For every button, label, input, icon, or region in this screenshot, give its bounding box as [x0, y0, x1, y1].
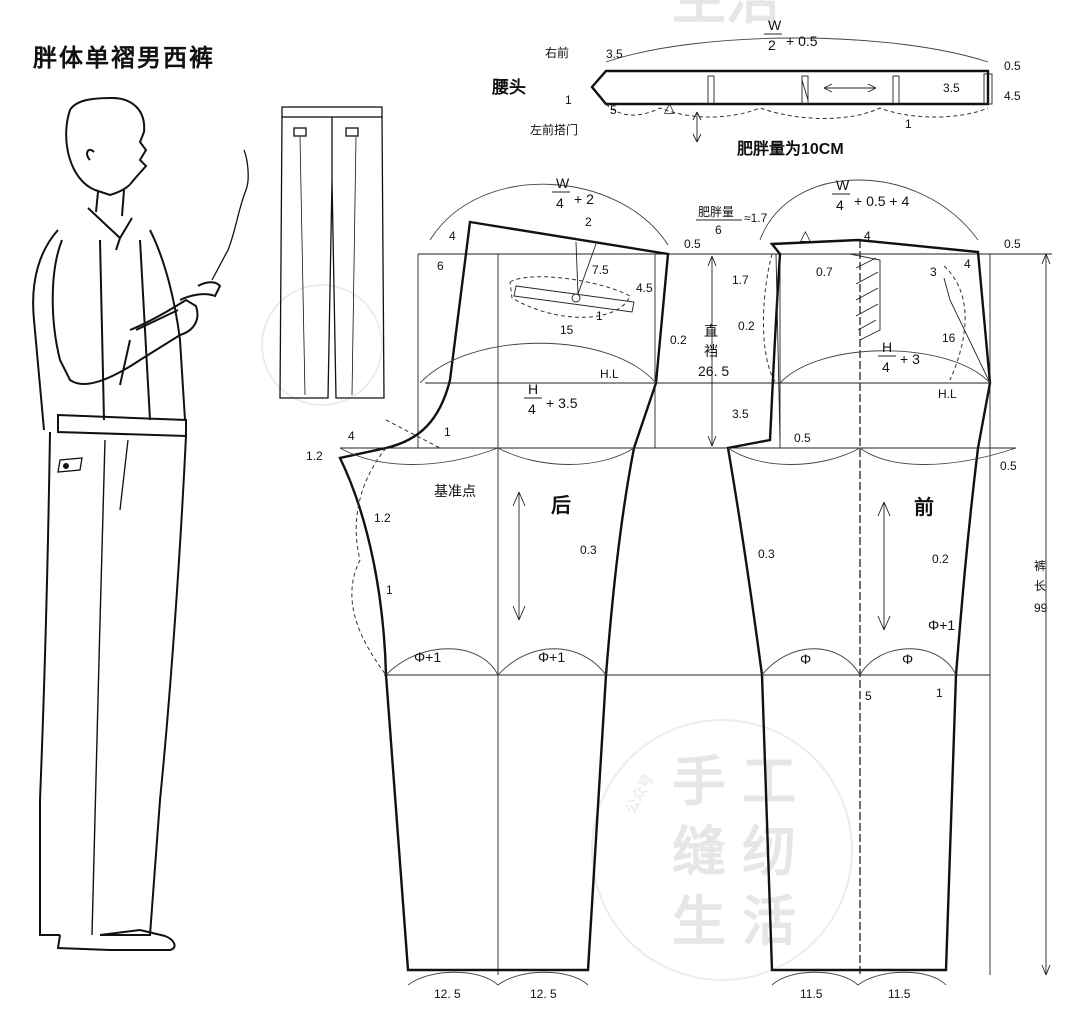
hip-line-label: H.L: [600, 367, 619, 381]
value-label: 1: [936, 686, 943, 700]
value-label: 0.5: [1004, 237, 1021, 251]
formula-numerator: H: [882, 339, 892, 355]
formula-numerator: H: [528, 381, 538, 397]
formula-denominator: 4: [556, 195, 564, 211]
formula-numerator: W: [836, 177, 850, 193]
value-label: 0.3: [580, 543, 597, 557]
value-label: 5: [610, 103, 617, 117]
waistband-piece: 腰头 右前 3.5 1 5 △ 左前搭门 W 2 + 0.5 0.5 3: [492, 17, 1021, 158]
front-piece: 前 肥胖量 6 ≈1.7 W 4 + 0.5 + 4 H 4 + 3 H.L △…: [339, 177, 1021, 1001]
watermark-char: 生: [672, 890, 726, 953]
value-label: 4: [449, 229, 456, 243]
value-label: 0.3: [758, 547, 775, 561]
formula-denominator: 2: [768, 37, 776, 53]
right-front-label: 右前: [545, 45, 569, 60]
value-label: 0.2: [932, 552, 949, 566]
value-label: 0.5: [684, 237, 701, 251]
value-label: 3.5: [606, 47, 623, 61]
base-point-label: 基准点: [434, 483, 476, 499]
value-label: 0.5: [794, 431, 811, 445]
value-label: 15: [560, 323, 574, 337]
knee-formula: Φ+1: [414, 649, 441, 665]
back-piece: 后 W 4 + 2 H 4 + 3.5 H.L 基准点 4 6 2 7.5 4.…: [306, 175, 701, 1001]
value-label: 1: [386, 583, 393, 597]
trouser-length-dimension: 裤 长 99: [1034, 559, 1048, 615]
hem-width-label: 11.5: [888, 987, 911, 1001]
trouser-flat-sketch: [279, 106, 385, 399]
formula-denominator: 4: [836, 197, 844, 213]
value-label: 4: [964, 257, 971, 271]
crotch-depth-value: 26. 5: [698, 363, 729, 379]
hem-width-label: 12. 5: [530, 987, 557, 1001]
value-label: 1.2: [306, 449, 323, 463]
formula-addend: + 0.5: [786, 33, 818, 49]
crotch-depth-label: 裆: [704, 343, 718, 359]
value-label: 0.5: [1000, 459, 1017, 473]
fat-allowance-label: 肥胖量: [698, 205, 734, 219]
value-label: 0.2: [738, 319, 755, 333]
value-label: 4: [348, 429, 355, 443]
value-label: 0.2: [670, 333, 687, 347]
formula-addend: + 3: [900, 351, 920, 367]
value-label: 6: [437, 259, 444, 273]
trouser-length-label: 裤: [1034, 559, 1046, 573]
formula-addend: + 2: [574, 191, 594, 207]
value-label: 1.7: [732, 273, 749, 287]
value-label: 0.5: [1004, 59, 1021, 73]
value-label: 0.7: [816, 265, 833, 279]
watermark-small: 公众号: [623, 772, 657, 817]
man-figure-illustration: [32, 96, 249, 951]
hip-line-label: H.L: [938, 387, 957, 401]
formula-addend: + 3.5: [546, 395, 578, 411]
value-label: 5: [865, 689, 872, 703]
watermark-top: 生活: [672, 0, 780, 31]
formula-denominator: 4: [882, 359, 890, 375]
knee-formula: Φ+1: [928, 617, 955, 633]
watermark-char: 工: [742, 750, 796, 813]
formula-numerator: W: [556, 175, 570, 191]
formula-denominator: 4: [528, 401, 536, 417]
knee-formula: Φ+1: [538, 649, 565, 665]
knee-formula: Φ: [800, 651, 811, 667]
crotch-depth-dimension: 直 裆 26. 5: [698, 323, 729, 379]
value-label: 3: [930, 265, 937, 279]
hem-width-label: 12. 5: [434, 987, 461, 1001]
value-label: 1: [565, 93, 572, 107]
hem-width-label: 11.5: [800, 987, 823, 1001]
value-label: 1: [596, 309, 603, 323]
left-front-overlap-label: 左前搭门: [530, 122, 578, 137]
triangle-mark: △: [664, 99, 675, 115]
crotch-depth-label: 直: [704, 323, 718, 339]
formula-denominator: 6: [715, 223, 722, 237]
fat-approx-value: ≈1.7: [744, 211, 768, 225]
trouser-length-value: 99: [1034, 601, 1048, 615]
front-piece-label: 前: [914, 495, 934, 519]
value-label: 4: [864, 229, 871, 243]
waistband-label: 腰头: [492, 78, 526, 98]
value-label: 3.5: [732, 407, 749, 421]
trouser-length-label: 长: [1034, 579, 1046, 593]
diagram-title: 胖体单褶男西裤: [33, 44, 215, 72]
formula-numerator: W: [768, 17, 782, 33]
value-label: 1: [444, 425, 451, 439]
value-label: 1: [905, 117, 912, 131]
triangle-mark: △: [800, 227, 811, 243]
reference-grid: [340, 240, 1052, 976]
watermark-char: 缝: [672, 820, 726, 883]
knee-formula: Φ: [902, 651, 913, 667]
value-label: 16: [942, 331, 956, 345]
value-label: 4.5: [1004, 89, 1021, 103]
value-label: 7.5: [592, 263, 609, 277]
formula-addend: + 0.5 + 4: [854, 193, 909, 209]
value-label: 4.5: [636, 281, 653, 295]
value-label: 2: [585, 215, 592, 229]
fat-allowance-note: 肥胖量为10CM: [737, 139, 844, 158]
back-piece-label: 后: [551, 493, 571, 517]
watermark-char: 手: [672, 750, 726, 813]
value-label: 1.2: [374, 511, 391, 525]
value-label: 3.5: [943, 81, 960, 95]
